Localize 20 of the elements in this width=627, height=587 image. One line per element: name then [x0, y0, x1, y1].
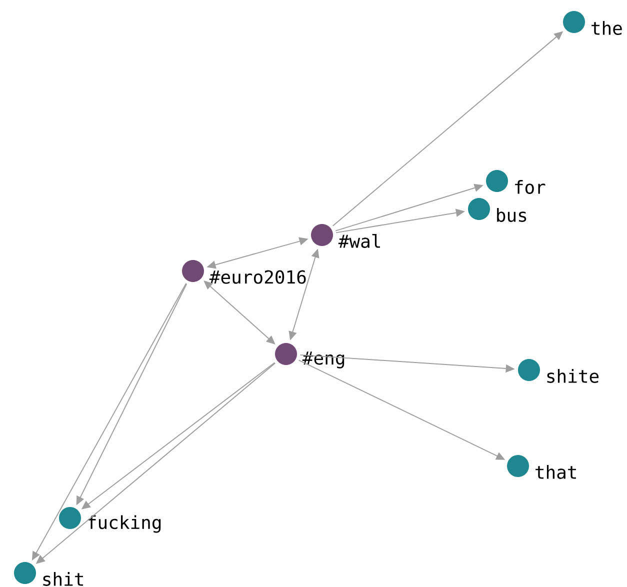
- node-label: for: [515, 180, 546, 194]
- node-label: the: [592, 21, 622, 35]
- node-label: that: [536, 465, 576, 479]
- node-label: #euro2016: [209, 270, 306, 284]
- graph-node: bus: [468, 198, 526, 222]
- graph-node: #wal: [311, 224, 380, 248]
- graph-node: #euro2016: [182, 260, 306, 284]
- node-label: #wal: [338, 234, 380, 248]
- graph-node: fucking: [59, 507, 161, 533]
- graph-node: for: [486, 170, 546, 194]
- node-label: #eng: [302, 352, 344, 368]
- graph-node: shit: [14, 562, 83, 586]
- node-label: shite: [547, 369, 599, 383]
- node-label: fucking: [88, 515, 161, 533]
- graph-node: shite: [518, 359, 599, 383]
- graph-node: the: [563, 11, 622, 35]
- graph-node: that: [507, 455, 576, 479]
- node-label: bus: [497, 208, 526, 222]
- graph-node: #eng: [275, 343, 344, 368]
- node-label: shit: [43, 572, 83, 586]
